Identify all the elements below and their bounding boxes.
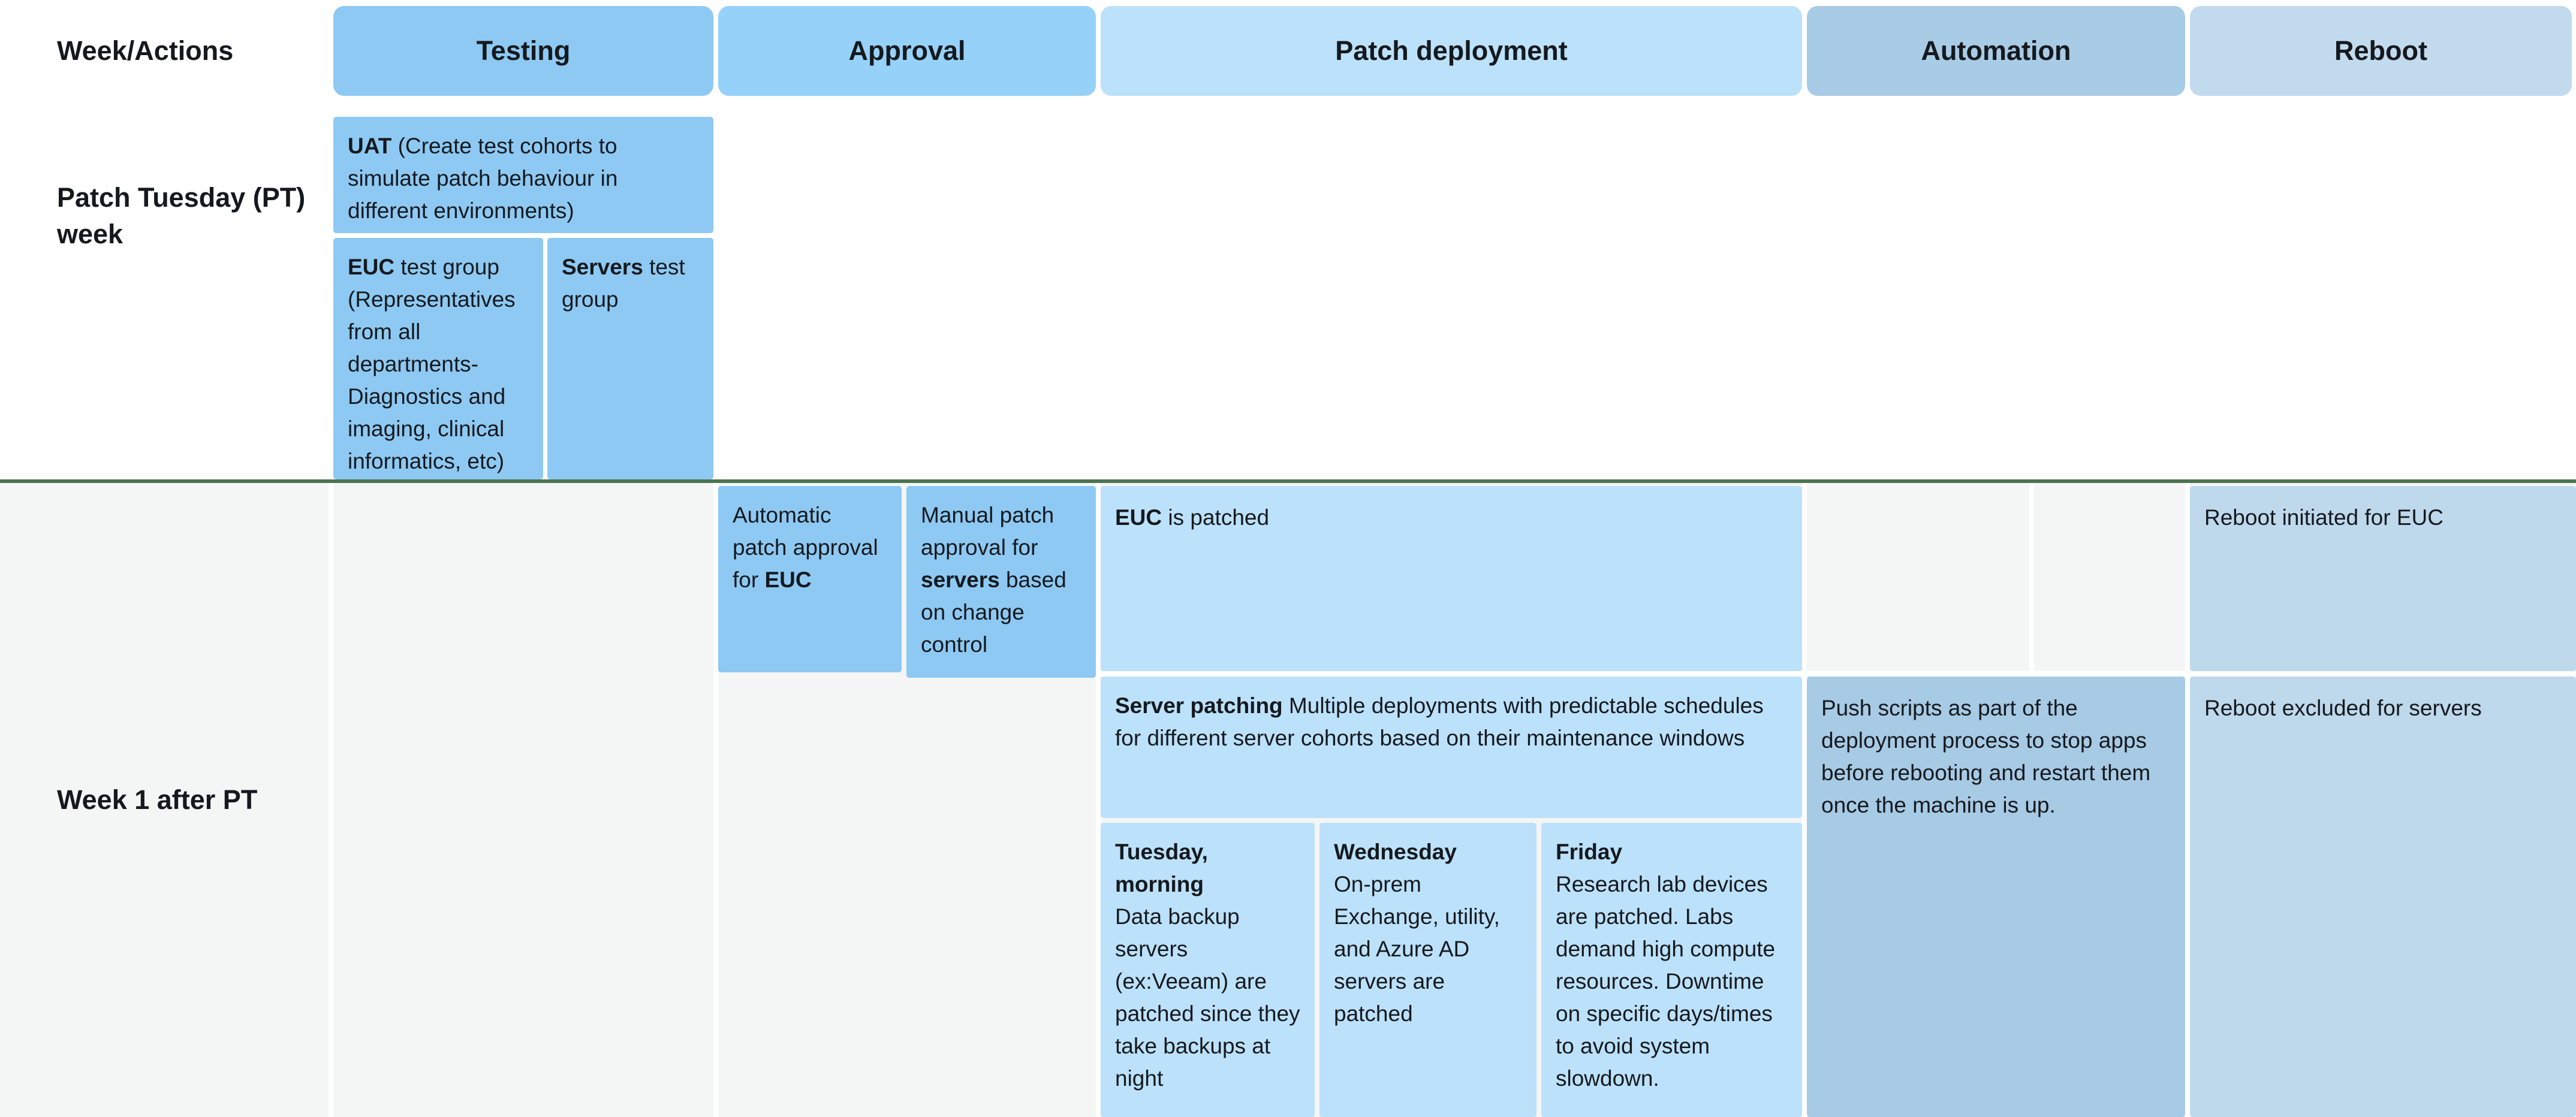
- cell-server-patching: Server patching Multiple deployments wit…: [1101, 677, 1802, 818]
- grid-divider: [2185, 483, 2190, 1117]
- header-testing: Testing: [333, 6, 713, 96]
- cell-euc-is-patched: EUC is patched: [1101, 486, 1802, 671]
- cell-uat: UAT (Create test cohorts to simulate pat…: [333, 117, 713, 233]
- grid-divider: [2029, 483, 2034, 671]
- header-automation-label: Automation: [1921, 35, 2071, 66]
- cell-euc-test-group: EUC test group (Representatives from all…: [333, 238, 543, 479]
- header-patch-deployment: Patch deployment: [1101, 6, 1802, 96]
- grid-divider: [329, 483, 333, 1117]
- grid-divider: [1101, 671, 2576, 677]
- cell-reboot-initiated-euc: Reboot initiated for EUC: [2190, 486, 2576, 671]
- grid-divider: [1096, 483, 1101, 1117]
- cell-push-scripts: Push scripts as part of the deployment p…: [1807, 677, 2185, 1117]
- corner-header-label: Week/Actions: [57, 35, 234, 66]
- header-approval-label: Approval: [848, 35, 966, 66]
- row-separator-line: [0, 479, 2576, 483]
- header-reboot: Reboot: [2190, 6, 2572, 96]
- cell-automatic-patch-approval: Automatic patch approval for EUC: [718, 486, 902, 672]
- corner-header: Week/Actions: [57, 6, 233, 96]
- header-patch-deployment-label: Patch deployment: [1335, 35, 1568, 66]
- header-testing-label: Testing: [476, 35, 571, 66]
- grid-divider: [1802, 483, 1807, 1117]
- cell-servers-test-group: Servers test group: [547, 238, 713, 479]
- header-automation: Automation: [1807, 6, 2185, 96]
- row-label-week1-after-pt: Week 1 after PT: [57, 784, 258, 815]
- header-approval: Approval: [718, 6, 1096, 96]
- header-reboot-label: Reboot: [2334, 35, 2427, 66]
- cell-manual-patch-approval: Manual patch approval for servers based …: [906, 486, 1096, 678]
- row-label-patch-tuesday-week: Patch Tuesday (PT) week: [57, 182, 306, 249]
- grid-divider: [713, 483, 718, 1117]
- cell-reboot-excluded-servers: Reboot excluded for servers: [2190, 677, 2576, 1117]
